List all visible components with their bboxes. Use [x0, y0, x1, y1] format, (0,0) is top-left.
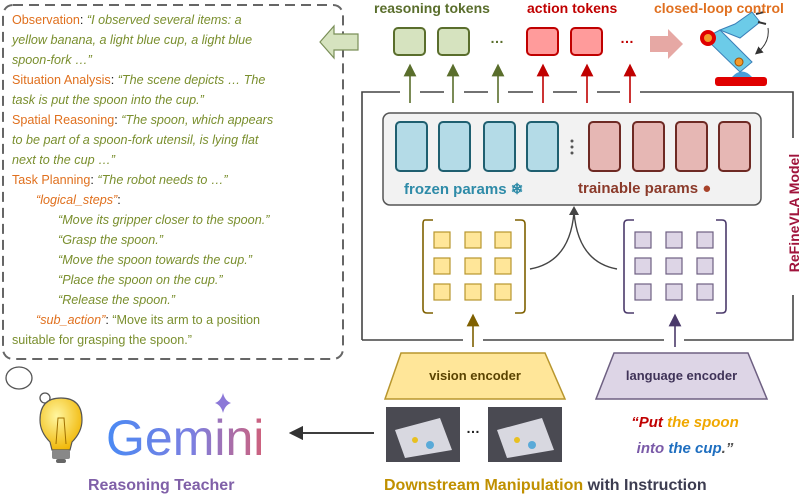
reasoning-bubble — [2, 4, 344, 360]
action-tokens-label: action tokens — [527, 0, 618, 16]
language-encoder-label: language encoder — [625, 368, 738, 383]
model-frame — [361, 91, 794, 341]
action-token — [526, 27, 559, 56]
logical-step: “Release the spoon.” — [58, 293, 175, 307]
sparkle-icon — [215, 393, 231, 413]
reasoning-teacher-caption: Reasoning Teacher — [88, 477, 235, 494]
logical-step: “Move the spoon towards the cup.” — [58, 253, 252, 267]
trainable-params-label: trainable params ● — [578, 180, 712, 197]
reasoning-ellipsis: … — [490, 30, 504, 46]
observation-frame — [386, 407, 460, 462]
closed-loop-label: closed-loop control — [654, 0, 784, 16]
double-arrow-icon — [319, 24, 359, 60]
model-name-label: ReFineVLA Model — [786, 153, 800, 273]
vision-encoder-shape — [383, 352, 567, 400]
gemini-logo: Gemini — [106, 410, 264, 466]
vision-features — [422, 219, 526, 314]
reasoning-tokens-label: reasoning tokens — [374, 0, 490, 16]
action-ellipsis: … — [620, 30, 634, 46]
layer-ellipsis — [570, 139, 574, 155]
control-arrow-icon — [650, 29, 683, 59]
flame-icon: ● — [702, 180, 712, 197]
logical-step: “Move its gripper closer to the spoon.” — [58, 213, 270, 227]
trainable-layers — [588, 121, 751, 172]
reasoning-text: Observation: “I observed several items: … — [12, 10, 340, 350]
language-features — [623, 219, 727, 314]
frozen-layers — [395, 121, 559, 172]
observation-frame — [488, 407, 562, 462]
planning-line: Task Planning: “The robot needs to …” — [12, 173, 228, 187]
thought-bubble-large — [5, 366, 33, 390]
instruction-text: “Put the spoon into the cup.” — [631, 414, 739, 457]
logical-step: “Grasp the spoon.” — [58, 233, 163, 247]
robot-arm-icon — [700, 11, 769, 86]
merge-arrow — [529, 211, 618, 270]
snowflake-icon: ❄ — [510, 181, 524, 198]
action-token — [570, 27, 603, 56]
footer-caption: Downstream Manipulation with Instruction — [384, 477, 707, 494]
language-encoder-shape — [594, 352, 769, 400]
params-box — [382, 112, 762, 206]
situation-line: Situation Analysis: “The scene depicts …… — [12, 73, 266, 87]
lightbulb-icon — [39, 397, 83, 463]
reasoning-token — [393, 27, 426, 56]
observation-line: Observation: “I observed several items: … — [12, 13, 242, 27]
frozen-params-label: frozen params ❄ — [404, 181, 524, 198]
frames-ellipsis: … — [466, 420, 480, 436]
logical-step: “Place the spoon on the cup.” — [58, 273, 223, 287]
vision-encoder-label: vision encoder — [429, 368, 521, 383]
spatial-line: Spatial Reasoning: “The spoon, which app… — [12, 113, 274, 127]
reasoning-token — [437, 27, 470, 56]
